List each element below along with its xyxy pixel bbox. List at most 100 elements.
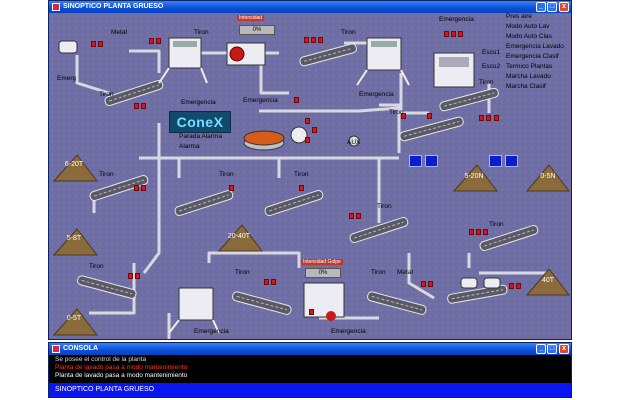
console-titlebar[interactable]: CONSOLA _ □ x <box>49 343 571 355</box>
label-tiron: Tiron <box>479 79 494 86</box>
status-item: Termico Plantas <box>506 63 553 70</box>
motor-indicator[interactable] <box>421 281 426 287</box>
motor-indicator[interactable] <box>476 229 481 235</box>
status-item: Emergencia Clasif <box>506 53 559 60</box>
motor-indicator[interactable] <box>98 41 103 47</box>
close-button[interactable]: x <box>559 2 569 12</box>
status-item: Marcha Lavado <box>506 73 551 80</box>
motor-indicator[interactable] <box>141 103 146 109</box>
motor-indicator[interactable] <box>229 185 234 191</box>
conveyor <box>264 189 324 217</box>
motor-indicator[interactable] <box>356 213 361 219</box>
maximize-button[interactable]: □ <box>547 2 557 12</box>
conveyor <box>479 224 539 252</box>
label-tiron: Tiron <box>99 91 114 98</box>
conveyor <box>439 87 499 112</box>
label-emerg: Emerg <box>57 75 77 82</box>
minimize-button[interactable]: _ <box>536 344 546 354</box>
screen-machine <box>158 37 208 84</box>
conveyor <box>299 43 357 67</box>
valve-indicator[interactable] <box>425 155 438 167</box>
flow-pipe <box>407 253 435 300</box>
motor-indicator[interactable] <box>516 283 521 289</box>
label-metal: Metal <box>111 29 127 36</box>
crusher-machine <box>226 42 266 66</box>
motor-indicator[interactable] <box>156 38 161 44</box>
main-titlebar[interactable]: SINOPTICO PLANTA GRUESO _ □ x <box>49 1 571 13</box>
motor-indicator[interactable] <box>305 137 310 143</box>
status-item: Modo Auto Lav <box>506 23 550 30</box>
label-emergencia: Emergencia <box>194 328 229 335</box>
conveyor <box>232 291 292 315</box>
motor-indicator[interactable] <box>294 97 299 103</box>
maximize-button[interactable]: □ <box>547 344 557 354</box>
motor-indicator[interactable] <box>451 31 456 37</box>
motor-indicator[interactable] <box>271 279 276 285</box>
motor-indicator[interactable] <box>479 115 484 121</box>
valve-indicator[interactable] <box>505 155 518 167</box>
console-line: Planta de lavado pasa a modo mantenimien… <box>55 364 188 371</box>
minimize-button[interactable]: _ <box>536 2 546 12</box>
gauge-title: Intensidad <box>237 15 265 21</box>
label-aux: AUX <box>347 139 361 146</box>
motor-indicator[interactable] <box>128 273 133 279</box>
flow-pipe <box>142 158 161 274</box>
motor-indicator[interactable] <box>149 38 154 44</box>
motor-indicator[interactable] <box>264 279 269 285</box>
pile-label: 6-20T <box>64 161 84 168</box>
main-window: SINOPTICO PLANTA GRUESO _ □ x <box>48 0 572 340</box>
motor-indicator[interactable] <box>469 229 474 235</box>
motor-indicator[interactable] <box>141 185 146 191</box>
motor-indicator[interactable] <box>494 115 499 121</box>
label-tiron: Tiron <box>89 263 104 270</box>
console-window-title: CONSOLA <box>63 345 98 352</box>
motor-indicator[interactable] <box>483 229 488 235</box>
motor-indicator[interactable] <box>349 213 354 219</box>
motor-indicator[interactable] <box>444 31 449 37</box>
motor-indicator[interactable] <box>134 185 139 191</box>
material-piles <box>52 154 571 336</box>
motor-indicator[interactable] <box>91 41 96 47</box>
motor-indicator[interactable] <box>427 113 432 119</box>
status-item: Emergencia Lavado <box>506 43 564 50</box>
pile-label: 5-20N <box>464 173 484 180</box>
conveyor <box>349 216 409 244</box>
motor-indicator[interactable] <box>486 115 491 121</box>
console-window: CONSOLA _ □ x Se posee el control de la … <box>48 342 572 398</box>
label-alarma: Alarma <box>179 143 200 150</box>
machines <box>58 37 501 334</box>
main-window-title: SINOPTICO PLANTA GRUESO <box>63 3 164 10</box>
motor-indicator[interactable] <box>304 37 309 43</box>
label-emergencia: Emergencia <box>359 91 394 98</box>
conveyor <box>77 275 137 299</box>
motor-indicator[interactable] <box>428 281 433 287</box>
motor-indicator[interactable] <box>135 273 140 279</box>
label-tiron: Tiron <box>294 171 309 178</box>
motor-indicator[interactable] <box>309 309 314 315</box>
app-icon <box>52 3 60 11</box>
crusher-machine <box>303 282 345 321</box>
motor-indicator[interactable] <box>134 103 139 109</box>
washer-machine <box>433 52 475 88</box>
synoptic-canvas: Metal Tiron Tiron Emergencia Emerg Tiron… <box>49 13 571 339</box>
motor-indicator[interactable] <box>509 283 514 289</box>
motor-indicator[interactable] <box>318 37 323 43</box>
motor-indicator[interactable] <box>299 185 304 191</box>
motor-indicator[interactable] <box>401 113 406 119</box>
console-status-bar: SINOPTICO PLANTA GRUESO <box>49 383 571 397</box>
motor-indicator[interactable] <box>458 31 463 37</box>
valve-indicator[interactable] <box>489 155 502 167</box>
flow-pipe <box>207 251 301 268</box>
screen-machine <box>356 37 410 86</box>
pile-label: 20-40T <box>227 233 251 240</box>
motor-indicator[interactable] <box>311 37 316 43</box>
conveyor <box>104 79 164 107</box>
flow-pipe <box>259 63 289 95</box>
flow-pipe <box>89 263 136 315</box>
label-escu2: Escu2 <box>482 63 501 70</box>
flow-pipe <box>259 106 400 113</box>
close-button[interactable]: x <box>559 344 569 354</box>
valve-indicator[interactable] <box>409 155 422 167</box>
motor-indicator[interactable] <box>312 127 317 133</box>
motor-indicator[interactable] <box>305 118 310 124</box>
